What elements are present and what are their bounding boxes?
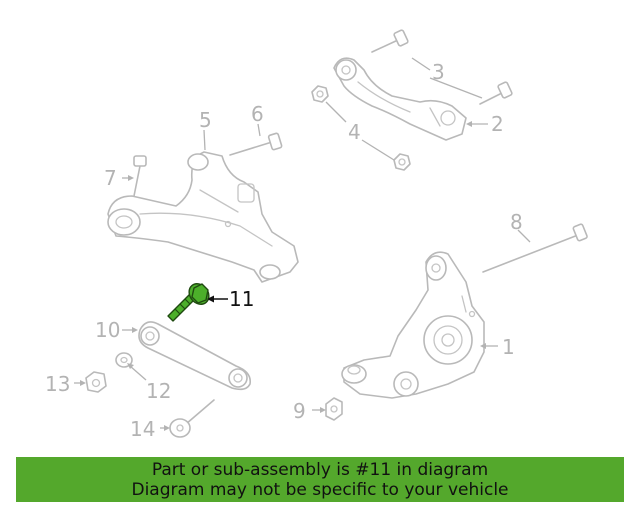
callout-9: 9: [293, 399, 306, 423]
part-1-knuckle: [341, 251, 485, 399]
parts-diagram: 1 2 3 4 5 6 7 8 9 10 11 12 13 14: [45, 29, 588, 441]
callout-7: 7: [104, 166, 117, 190]
part-11-bolt-highlighted: [167, 283, 210, 322]
part-2-upper-arm: [333, 57, 467, 141]
callout-13: 13: [45, 372, 70, 396]
callout-8: 8: [510, 210, 523, 234]
callout-5: 5: [199, 108, 212, 132]
callout-1: 1: [502, 335, 515, 359]
part-6-bolt: [229, 132, 283, 156]
part-3-bolts: [371, 29, 513, 105]
callout-11: 11: [229, 287, 254, 311]
part-10-link: [138, 321, 252, 391]
callout-2: 2: [491, 112, 504, 136]
callout-10: 10: [95, 318, 120, 342]
part-5-lower-arm: [107, 151, 299, 283]
callout-12: 12: [146, 379, 171, 403]
part-14-bolt: [169, 399, 215, 438]
part-13-nut: [85, 371, 107, 393]
callout-3: 3: [432, 60, 445, 84]
leader-lines: [74, 57, 531, 431]
part-4-nuts: [311, 85, 411, 171]
banner-line-disclaimer: Diagram may not be specific to your vehi…: [131, 479, 509, 500]
callout-4: 4: [348, 120, 361, 144]
part-7-bolt: [133, 155, 147, 197]
callout-14: 14: [130, 417, 155, 441]
callout-6: 6: [251, 102, 264, 126]
part-8-bolt: [482, 223, 588, 273]
banner-line-part-info: Part or sub-assembly is #11 in diagram: [151, 459, 489, 480]
info-banner: Part or sub-assembly is #11 in diagram D…: [16, 457, 624, 502]
part-9-nut: [325, 397, 343, 421]
